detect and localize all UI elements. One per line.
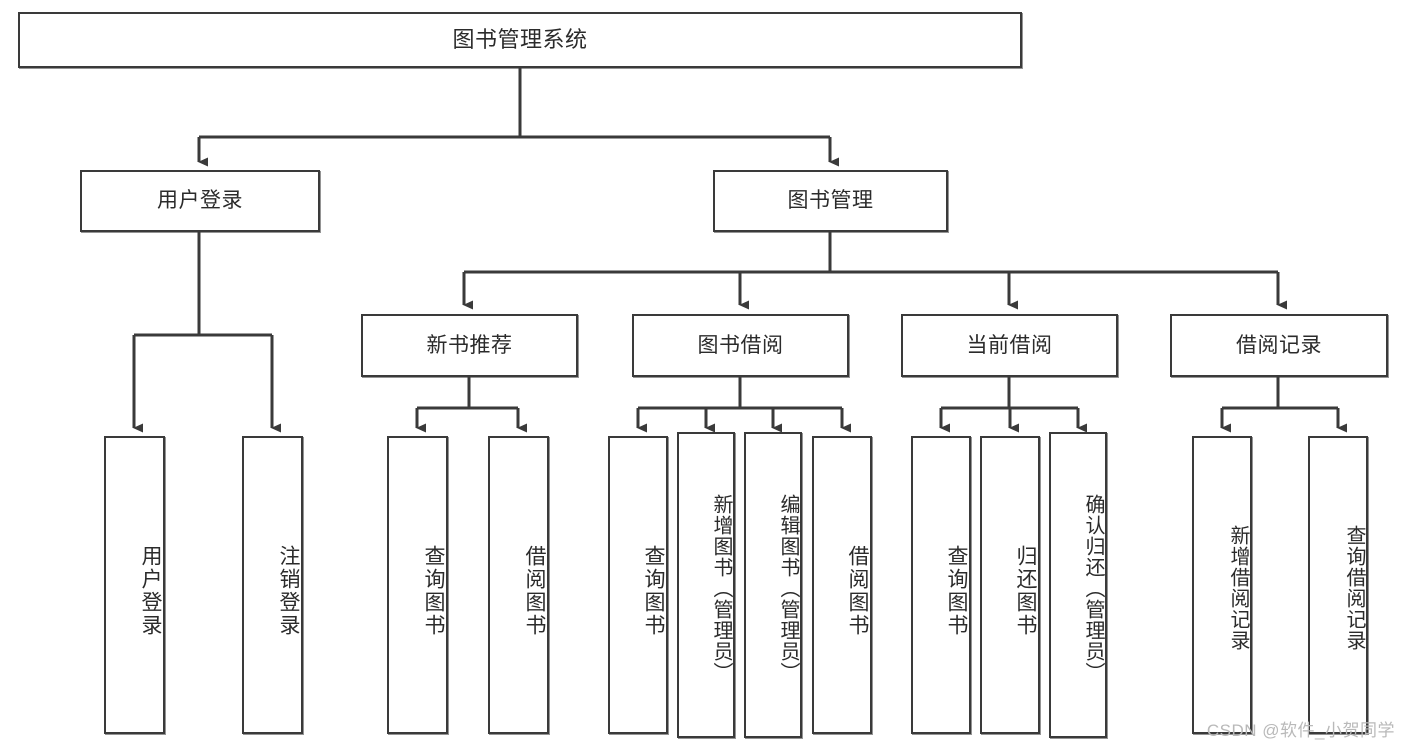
leaf-query-book-2[interactable]: 查询图书 xyxy=(608,436,668,734)
node-label: 当前借阅 xyxy=(966,333,1053,357)
leaf-borrow-book-1[interactable]: 借阅图书 xyxy=(488,436,549,734)
node-label: 用户登录 xyxy=(157,189,243,213)
node-current-borrow[interactable]: 当前借阅 xyxy=(901,314,1118,377)
node-label: 图书管理 xyxy=(787,189,874,213)
node-label: 图书借阅 xyxy=(697,333,784,357)
node-label: 查询图书 xyxy=(422,545,445,637)
leaf-logout-login[interactable]: 注销登录 xyxy=(242,436,303,734)
node-label: 用户登录 xyxy=(139,545,162,637)
leaf-user-login[interactable]: 用户登录 xyxy=(104,436,165,734)
leaf-query-book-1[interactable]: 查询图书 xyxy=(387,436,448,734)
node-borrow-record[interactable]: 借阅记录 xyxy=(1170,314,1388,377)
node-book-manage[interactable]: 图书管理 xyxy=(713,170,948,232)
node-label: 借阅记录 xyxy=(1236,333,1322,357)
node-label: 图书管理系统 xyxy=(452,26,588,52)
leaf-add-book[interactable]: 新增图书（管理员） xyxy=(677,432,735,738)
node-label: 新增图书（管理员） xyxy=(710,493,732,683)
leaf-borrow-book-2[interactable]: 借阅图书 xyxy=(812,436,872,734)
leaf-confirm-return[interactable]: 确认归还（管理员） xyxy=(1049,432,1107,738)
node-label: 查询图书 xyxy=(945,545,968,637)
node-new-book-recommend[interactable]: 新书推荐 xyxy=(361,314,578,377)
node-user-login[interactable]: 用户登录 xyxy=(80,170,320,232)
leaf-edit-book[interactable]: 编辑图书（管理员） xyxy=(744,432,802,738)
leaf-add-record[interactable]: 新增借阅记录 xyxy=(1192,436,1252,734)
node-book-borrow[interactable]: 图书借阅 xyxy=(632,314,849,377)
node-label: 确认归还（管理员） xyxy=(1082,493,1104,683)
leaf-return-book[interactable]: 归还图书 xyxy=(980,436,1040,734)
node-label: 编辑图书（管理员） xyxy=(777,493,799,683)
node-label: 借阅图书 xyxy=(846,545,869,637)
node-label: 查询借阅记录 xyxy=(1343,525,1365,651)
node-label: 新书推荐 xyxy=(426,333,513,357)
node-label: 新增借阅记录 xyxy=(1227,525,1249,651)
node-label: 归还图书 xyxy=(1014,545,1037,637)
leaf-query-record[interactable]: 查询借阅记录 xyxy=(1308,436,1368,734)
node-label: 注销登录 xyxy=(277,545,300,637)
watermark-text: CSDN @软件_小贺同学 xyxy=(1206,721,1395,740)
node-label: 借阅图书 xyxy=(523,545,546,637)
node-root-system[interactable]: 图书管理系统 xyxy=(18,12,1022,68)
leaf-query-book-3[interactable]: 查询图书 xyxy=(911,436,971,734)
node-label: 查询图书 xyxy=(642,545,665,637)
